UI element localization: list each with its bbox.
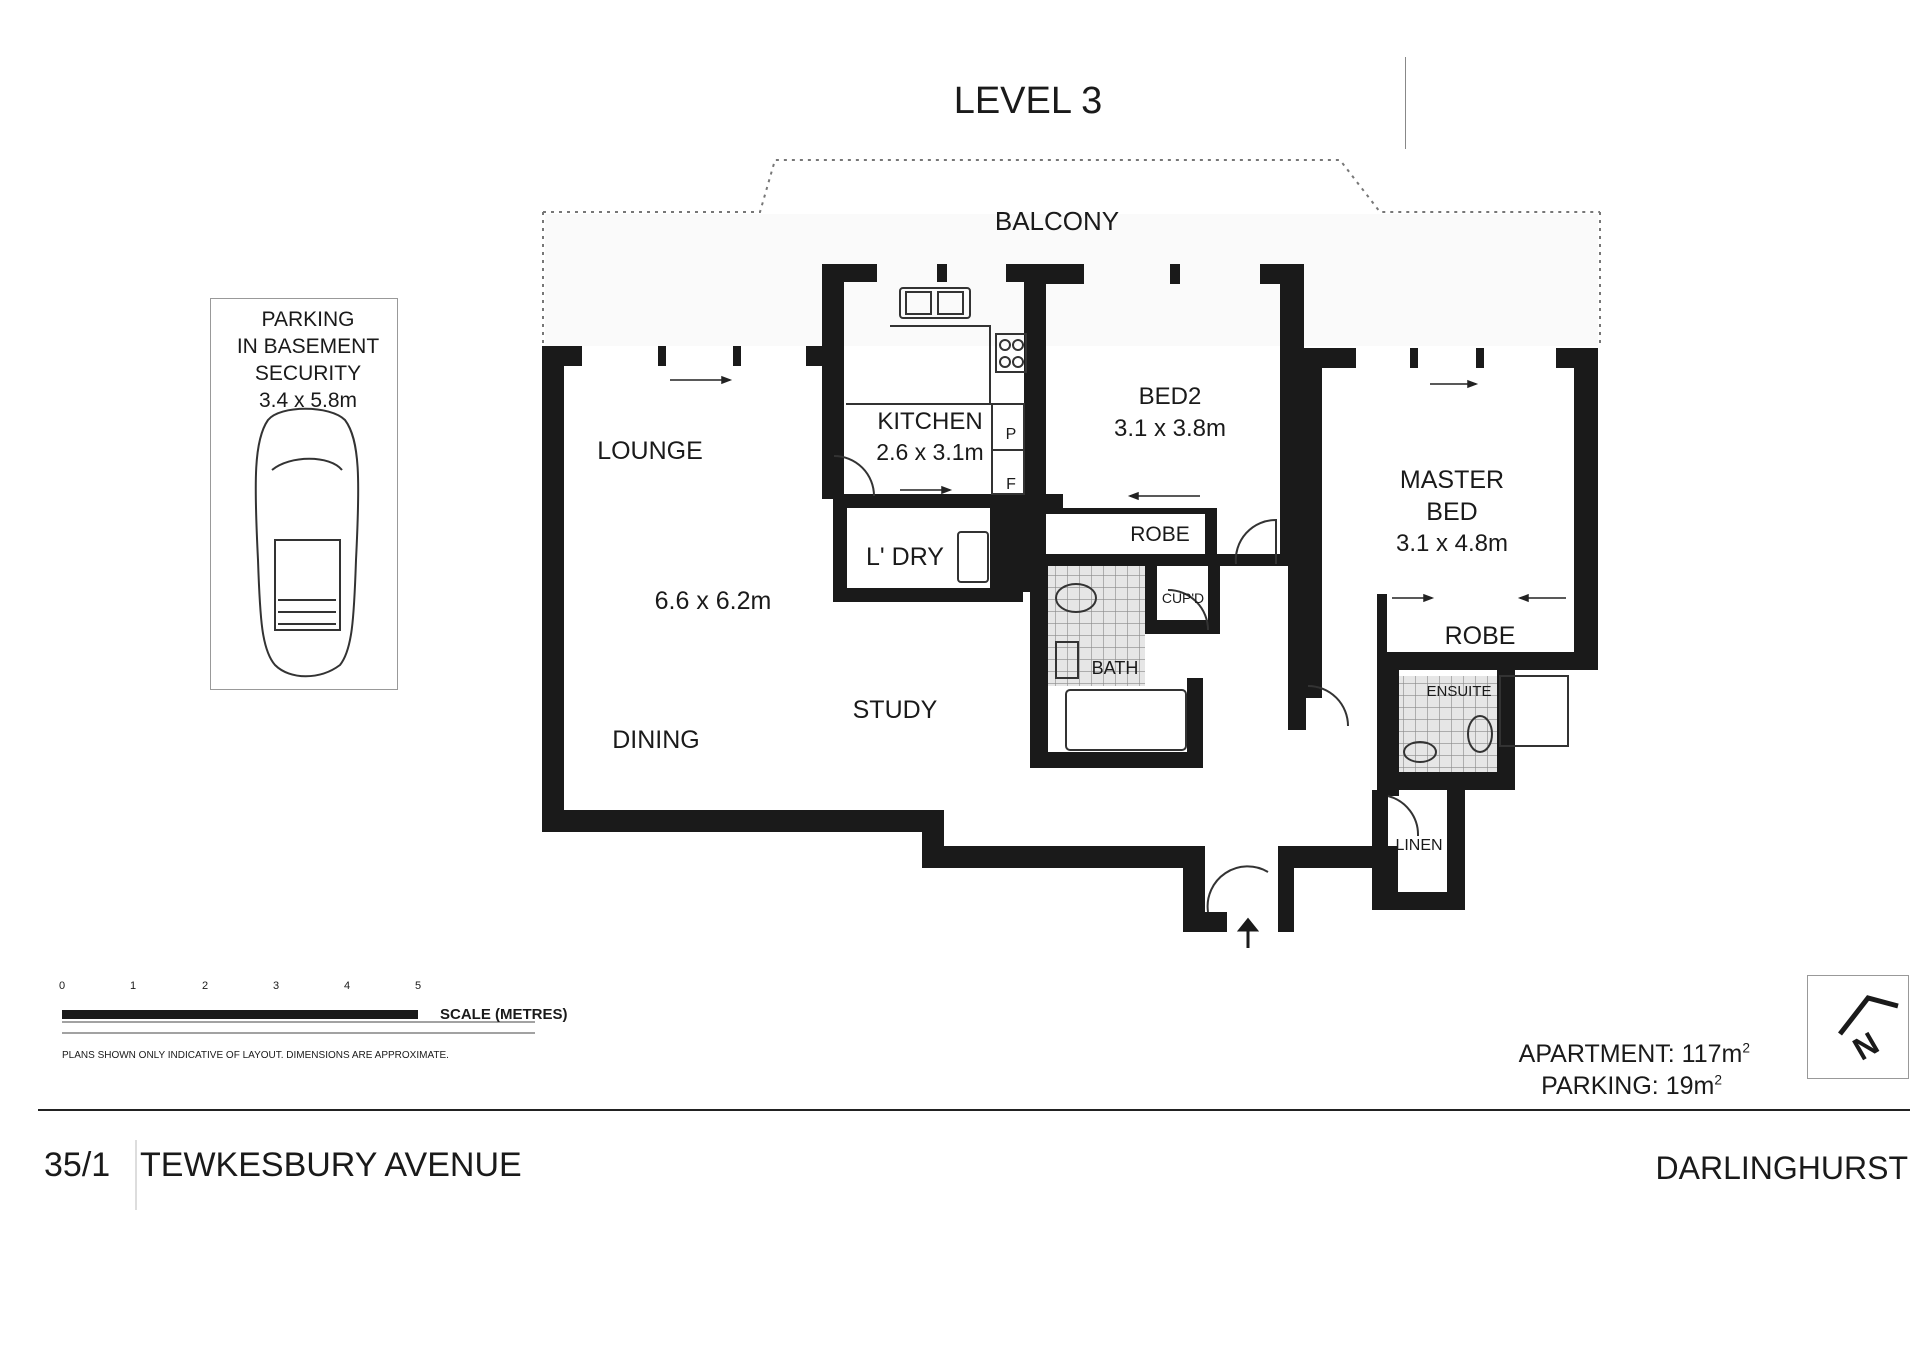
parking-area: PARKING: 19m2: [1541, 1072, 1722, 1100]
scale-label: SCALE (METRES): [440, 1006, 568, 1023]
scale-tick: 0: [58, 980, 66, 992]
kitchen-size: 2.6 x 3.1m: [876, 439, 984, 465]
fixtures: [833, 287, 1569, 913]
sliding-arrows: [670, 375, 1566, 603]
entry-arrow: [1236, 917, 1260, 948]
scale-tick: 3: [272, 980, 280, 992]
suburb: DARLINGHURST: [1655, 1150, 1908, 1186]
parking-line2: IN BASEMENT: [236, 335, 380, 358]
linen-label: LINEN: [1395, 837, 1443, 854]
master-size: 3.1 x 4.8m: [1395, 530, 1509, 557]
level-title: LEVEL 3: [953, 80, 1103, 122]
dining-label: DINING: [612, 726, 700, 754]
cupboard-label: CUP'D: [1161, 590, 1205, 606]
parking-line3: SECURITY: [254, 362, 362, 385]
master-robe-label: ROBE: [1444, 622, 1516, 650]
lounge-label: LOUNGE: [597, 437, 703, 465]
laundry-label: L' DRY: [866, 543, 944, 571]
walls: [542, 264, 1598, 932]
pantry-label: P: [1005, 426, 1017, 443]
unit-number: 35/1: [44, 1146, 111, 1184]
ensuite-tiles: [1399, 676, 1497, 772]
bed2-size: 3.1 x 3.8m: [1113, 415, 1227, 442]
compass-icon: [1838, 995, 1899, 1036]
master-label-2: BED: [1426, 498, 1478, 526]
fridge-label: F: [1006, 476, 1016, 493]
kitchen-label: KITCHEN: [877, 408, 983, 435]
street-address: TEWKESBURY AVENUE: [140, 1146, 522, 1184]
scale-tick: 5: [414, 980, 422, 992]
compass-box: [1807, 975, 1909, 1079]
parking-size: 3.4 x 5.8m: [258, 389, 358, 412]
parking-line1: PARKING: [261, 308, 355, 331]
car-icon: [254, 407, 360, 678]
scale-tick: 2: [201, 980, 209, 992]
master-label: MASTER: [1399, 466, 1505, 494]
apartment-area: APARTMENT: 117m2: [1518, 1040, 1750, 1068]
title-box: [905, 57, 1406, 149]
scale-disclaimer: PLANS SHOWN ONLY INDICATIVE OF LAYOUT. D…: [62, 1050, 449, 1061]
scale-bar: [62, 1010, 535, 1034]
bed2-robe-label: ROBE: [1130, 523, 1190, 546]
ensuite-label: ENSUITE: [1426, 683, 1492, 700]
lounge-size: 6.6 x 6.2m: [654, 587, 772, 615]
bath-label: BATH: [1091, 658, 1139, 678]
scale-tick: 4: [343, 980, 351, 992]
study-label: STUDY: [852, 696, 938, 724]
balcony-label: BALCONY: [994, 206, 1120, 236]
balcony-outline: [542, 159, 1601, 348]
scale-tick: 1: [129, 980, 137, 992]
parking-box: [210, 298, 398, 690]
bed2-label: BED2: [1138, 383, 1202, 410]
